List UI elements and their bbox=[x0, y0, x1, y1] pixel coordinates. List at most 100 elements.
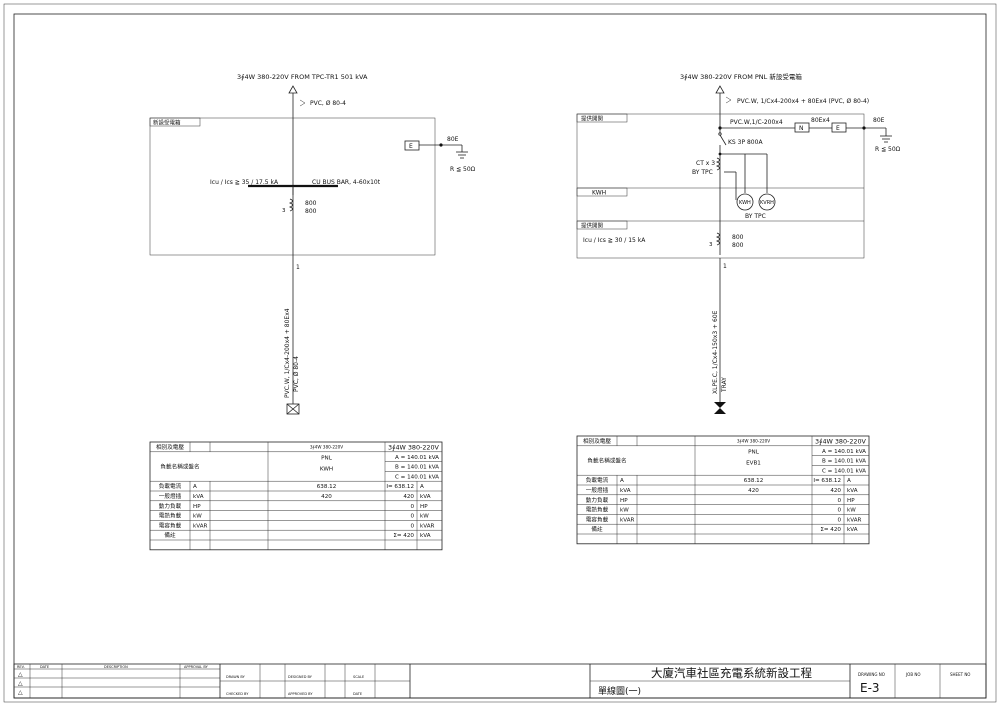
table-row-value: 420 bbox=[321, 494, 332, 500]
table-row-unit: kVA bbox=[193, 494, 204, 500]
right-breaker-icon bbox=[719, 134, 727, 146]
right-ct-den: 800 bbox=[732, 242, 744, 249]
table-row-unit: kVAR bbox=[193, 523, 208, 529]
right-box2-tag bbox=[576, 220, 628, 230]
right-meter-kwh: KWH bbox=[739, 200, 751, 206]
phase-voltage-total: 3∮4W 380-220V bbox=[815, 438, 867, 446]
left-conduit-tick-icon bbox=[299, 99, 306, 107]
right-receiving-box bbox=[576, 113, 865, 259]
rev-mark: △ bbox=[18, 689, 23, 696]
right-ct-by: BY TPC bbox=[692, 169, 713, 176]
sheet-no-label: SHEET NO bbox=[950, 672, 970, 677]
right-circuit-no: 1 bbox=[723, 263, 727, 270]
left-ct-den: 800 bbox=[305, 208, 317, 215]
approved-by-label: APPROVED BY bbox=[288, 692, 313, 696]
right-ground-e-box bbox=[831, 122, 847, 133]
phase-load-value: A = 140.01 kVA bbox=[395, 455, 439, 461]
rev-mark: △ bbox=[18, 671, 23, 678]
left-source-arrow-icon bbox=[288, 85, 298, 94]
description-col: DESCRIPTION bbox=[104, 665, 128, 669]
left-ground-e-box bbox=[404, 140, 420, 151]
left-diagram: 3∮4W 380-220V FROM TPC-TR1 501 kVA PVC, … bbox=[149, 73, 476, 415]
load-name-value: EVB1 bbox=[746, 460, 761, 466]
right-kwh-label: KWH bbox=[592, 190, 606, 197]
date-label: DATE bbox=[353, 692, 362, 696]
left-box-tag bbox=[149, 117, 201, 127]
table-row-unit: A bbox=[620, 478, 624, 484]
left-feeder-conduit: PVC, Ø 80-4 bbox=[293, 356, 300, 392]
scale-label: SCALE bbox=[353, 675, 364, 679]
designed-by-label: DESIGNED BY bbox=[288, 675, 313, 679]
table-row-label: 備註 bbox=[591, 525, 603, 533]
load-name-value: PNL bbox=[321, 456, 333, 462]
left-ground-e: E bbox=[409, 143, 413, 150]
table-row-total: 0 bbox=[410, 514, 414, 520]
table-row-total-unit: kVA bbox=[847, 527, 858, 533]
phase-load-value: C = 140.01 kVA bbox=[395, 474, 439, 480]
right-feeder-cable: XLPE.C, 1/Cx4-150x3 + 60E bbox=[712, 310, 719, 394]
table-row-label: 一般燈插 bbox=[159, 492, 182, 500]
phase-load-value: C = 140.01 kVA bbox=[822, 468, 866, 474]
table-row-value: 638.12 bbox=[744, 478, 764, 484]
right-source-arrow-icon bbox=[715, 85, 725, 94]
table-row-unit: kVAR bbox=[620, 517, 635, 523]
load-name-value: PNL bbox=[748, 450, 760, 456]
left-conduit-label: PVC, Ø 80-4 bbox=[310, 100, 346, 107]
right-breaker-label: KS 3P 800A bbox=[728, 139, 763, 146]
rev-mark: △ bbox=[18, 680, 23, 687]
right-ct-label: CT x 3 bbox=[696, 160, 715, 167]
table-row-total-unit: kW bbox=[847, 508, 856, 514]
table-row-label: 電容負載 bbox=[159, 521, 182, 529]
table-row-label: 一般燈插 bbox=[586, 486, 609, 494]
left-receiving-box bbox=[149, 117, 436, 256]
table-row-total-unit: kVAR bbox=[420, 523, 435, 529]
right-ground-e: E bbox=[836, 125, 840, 132]
checked-by-label: CHECKED BY bbox=[226, 692, 249, 696]
right-conduit-label: PVC.W, 1/Cx4-200x4 + 80Ex4 (PVC, Ø 80-4) bbox=[737, 98, 869, 105]
table-row-total-unit: A bbox=[847, 478, 851, 484]
right-kvrh-meter-icon bbox=[758, 193, 776, 211]
table-row-label: 備註 bbox=[164, 531, 176, 539]
table-row-total-unit: kVA bbox=[420, 533, 431, 539]
load-name-value: KWH bbox=[320, 466, 333, 472]
right-kwh-meter-icon bbox=[736, 193, 754, 211]
table-row-unit: kVA bbox=[620, 488, 631, 494]
phase-voltage-total: 3∮4W 380-220V bbox=[388, 444, 440, 452]
table-row-total: 0 bbox=[410, 504, 414, 510]
table-row-total-unit: kVA bbox=[847, 488, 858, 494]
table-row-total: I= 638.12 bbox=[813, 478, 841, 484]
table-row-label: 動力負載 bbox=[159, 502, 182, 510]
right-neutral-code: 80Ex4 bbox=[811, 117, 830, 124]
table-row-label: 電熱負載 bbox=[586, 506, 609, 514]
left-circuit-no: 1 bbox=[296, 264, 300, 271]
table-row-value: 638.12 bbox=[317, 484, 337, 490]
right-ct2-icon bbox=[715, 232, 720, 246]
outer-border bbox=[3, 3, 997, 703]
table-row-label: 電熱負載 bbox=[159, 512, 182, 520]
rev-col: REV. bbox=[17, 665, 25, 669]
right-meter-by: BY TPC bbox=[745, 213, 766, 220]
table-row-total-unit: kVA bbox=[420, 494, 431, 500]
table-row-total: 0 bbox=[837, 508, 841, 514]
table-row-unit: HP bbox=[620, 498, 628, 504]
left-ground-symbol-icon bbox=[456, 151, 468, 159]
table-row-value: 420 bbox=[748, 488, 759, 494]
phase-load-value: A = 140.01 kVA bbox=[822, 449, 866, 455]
right-box-label: 提供開関 bbox=[581, 115, 604, 123]
drawn-by-label: DRAWN BY bbox=[226, 675, 246, 679]
load-name-label: 負載名稱或盤名 bbox=[587, 457, 626, 465]
inner-border bbox=[13, 13, 987, 699]
right-box2-label: 提供開関 bbox=[581, 222, 604, 230]
left-ct-icon bbox=[288, 198, 293, 212]
phase-load-value: B = 140.01 kVA bbox=[822, 459, 866, 465]
right-meter-kvrh: KVRH bbox=[760, 200, 774, 206]
date-col: DATE bbox=[40, 665, 49, 669]
table-row-total-unit: kW bbox=[420, 514, 429, 520]
left-ground-code: 80E bbox=[447, 136, 459, 143]
left-feeder-cable: PVC.W, 1/Cx4-200x4 + 80Ex4 bbox=[284, 308, 291, 398]
left-panel-box-icon bbox=[286, 403, 300, 415]
right-neutral: N bbox=[799, 125, 804, 132]
